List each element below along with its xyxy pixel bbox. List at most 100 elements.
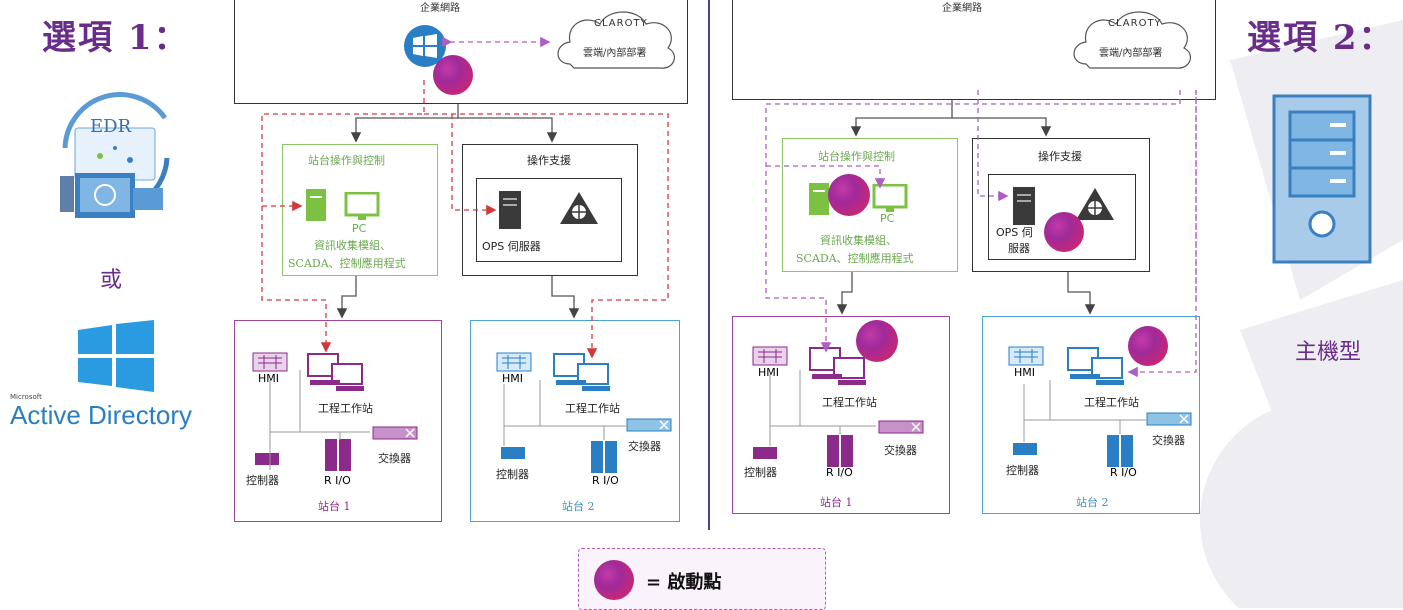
right-cloud-label: 雲端/內部部署 — [1099, 48, 1163, 59]
left-site1-rio-icon — [325, 439, 351, 471]
edr-icon — [60, 92, 170, 218]
left-claroty-logo: CLAROTY — [594, 18, 648, 29]
right-site2-switch-icon — [1146, 412, 1192, 426]
edr-label: EDR — [90, 116, 132, 137]
server-host-icon — [1272, 94, 1372, 264]
left-site1-hmi-icon — [252, 352, 288, 372]
left-pc-desc1: 資訊收集模組、 — [314, 239, 391, 252]
right-site1-switch-label: 交換器 — [884, 444, 917, 457]
right-site2-label: 站台 2 — [1076, 496, 1109, 509]
right-site1-workstation-icon — [809, 347, 866, 385]
left-security-pyramid-icon — [560, 192, 598, 224]
option2-title: 選項 2： — [1247, 18, 1395, 58]
right-site2-workstation-icon — [1067, 347, 1124, 385]
left-site2-box — [470, 320, 680, 522]
right-enterprise-box — [732, 0, 1216, 100]
left-pc-label: PC — [352, 222, 367, 235]
left-site2-rio-label: R I/O — [592, 474, 619, 487]
right-site2-box — [982, 316, 1200, 514]
option1-title: 選項 1： — [42, 18, 190, 58]
left-site1-controller-icon — [255, 453, 279, 465]
left-site2-workstation-icon — [553, 353, 610, 391]
left-ops-server-icon — [499, 191, 521, 229]
left-site2-rio-icon — [591, 441, 617, 473]
windows-logo-icon — [78, 320, 154, 392]
left-pc-tower-icon — [306, 189, 326, 221]
left-site2-hmi-icon — [496, 352, 532, 372]
right-site1-switch-icon — [878, 420, 924, 434]
or-label: 或 — [100, 268, 123, 293]
left-site1-rio-label: R I/O — [324, 474, 351, 487]
right-site2-hmi-icon — [1008, 346, 1044, 366]
right-ops-support-label: 操作支援 — [1038, 150, 1082, 163]
microsoft-label: Microsoft — [10, 393, 42, 401]
left-site2-controller-icon — [501, 447, 525, 459]
left-ad-server-icon — [404, 25, 446, 67]
left-site1-switch-icon — [372, 426, 418, 440]
legend-activation-point-icon — [594, 560, 634, 600]
right-site1-controller-icon — [753, 447, 777, 459]
right-activation-point-ops — [1044, 212, 1084, 252]
legend-label: = 啟動點 — [646, 572, 722, 593]
right-site1-hmi-label: HMI — [758, 366, 780, 379]
right-ops-server-label2: 服器 — [1008, 242, 1030, 255]
left-site1-switch-label: 交換器 — [378, 452, 411, 465]
left-enterprise-box — [234, 0, 688, 104]
right-ops-server-icon — [1013, 187, 1035, 225]
left-station-ops-label: 站台操作與控制 — [308, 154, 385, 167]
right-activation-point-pc — [828, 174, 870, 216]
left-ops-inner-box — [476, 178, 622, 262]
right-site2-switch-label: 交換器 — [1152, 434, 1185, 447]
right-cloud-icon — [1073, 11, 1192, 69]
left-site1-box — [234, 320, 442, 522]
left-site2-hmi-label: HMI — [502, 372, 524, 385]
right-site1-box — [732, 316, 950, 514]
right-station-ops-label: 站台操作與控制 — [818, 150, 895, 163]
right-pc-label: PC — [880, 212, 895, 225]
left-site1-controller-label: 控制器 — [246, 474, 279, 487]
left-site1-workstation-icon — [307, 353, 364, 391]
left-site2-label: 站台 2 — [562, 500, 595, 513]
right-pc-monitor-icon — [872, 184, 908, 212]
right-site2-hmi-label: HMI — [1014, 366, 1036, 379]
left-site1-eng-ws-label: 工程工作站 — [318, 402, 373, 415]
left-cloud-icon — [557, 11, 676, 69]
left-site1-hmi-label: HMI — [258, 372, 280, 385]
right-ops-server-label1: OPS 伺 — [996, 226, 1033, 239]
right-site2-rio-icon — [1107, 435, 1133, 467]
right-site2-eng-ws-label: 工程工作站 — [1084, 396, 1139, 409]
left-pc-monitor-icon — [344, 192, 380, 220]
right-ops-support-box — [972, 138, 1150, 272]
left-site2-eng-ws-label: 工程工作站 — [565, 402, 620, 415]
left-site2-controller-label: 控制器 — [496, 468, 529, 481]
right-site1-activation-point — [856, 320, 898, 362]
left-enterprise-label: 企業網路 — [420, 3, 460, 14]
left-pc-desc2: SCADA、控制應用程式 — [288, 257, 406, 270]
left-site2-switch-label: 交換器 — [628, 440, 661, 453]
right-site2-activation-point — [1128, 326, 1168, 366]
divider — [708, 0, 710, 530]
right-pc-desc2: SCADA、控制應用程式 — [796, 252, 914, 265]
right-site1-label: 站台 1 — [820, 496, 853, 509]
right-claroty-logo: CLAROTY — [1108, 18, 1162, 29]
right-station-ops-box — [782, 138, 958, 272]
left-ops-support-box — [462, 144, 638, 276]
right-site1-eng-ws-label: 工程工作站 — [822, 396, 877, 409]
active-directory-label: Active Directory — [10, 400, 193, 430]
right-site1-hmi-icon — [752, 346, 788, 366]
right-site2-controller-label: 控制器 — [1006, 464, 1039, 477]
right-security-pyramid-icon — [1076, 188, 1114, 220]
right-site2-rio-label: R I/O — [1110, 466, 1137, 479]
right-site1-rio-label: R I/O — [826, 466, 853, 479]
left-ops-support-label: 操作支援 — [527, 154, 571, 167]
right-site2-controller-icon — [1013, 443, 1037, 455]
right-site1-rio-icon — [827, 435, 853, 467]
left-site2-switch-icon — [626, 418, 672, 432]
left-station-ops-box — [282, 144, 438, 276]
right-pc-tower-icon — [809, 183, 829, 215]
left-cloud-label: 雲端/內部部署 — [583, 48, 647, 59]
host-based-label: 主機型 — [1295, 340, 1362, 365]
right-enterprise-label: 企業網路 — [942, 3, 982, 14]
right-site1-controller-label: 控制器 — [744, 466, 777, 479]
